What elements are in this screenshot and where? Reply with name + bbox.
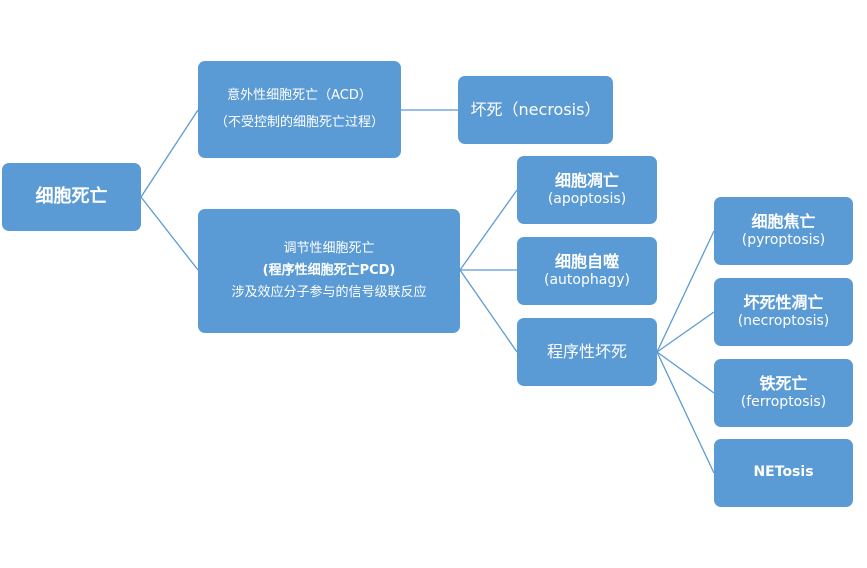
node-pyroptosis-title: 细胞焦亡 bbox=[751, 212, 816, 232]
node-programmed-necrosis-label: 程序性坏死 bbox=[546, 342, 627, 361]
node-autophagy: 细胞自噬 (autophagy) bbox=[517, 237, 657, 305]
node-necrosis: 坏死（necrosis） bbox=[458, 76, 613, 144]
connector-pn-pyroptosis bbox=[656, 230, 715, 353]
node-ferroptosis: 铁死亡 (ferroptosis) bbox=[714, 359, 853, 427]
node-pyroptosis: 细胞焦亡 (pyroptosis) bbox=[714, 197, 853, 265]
node-apoptosis-title: 细胞凋亡 bbox=[554, 171, 619, 191]
connector-pn-ferroptosis bbox=[656, 351, 715, 394]
connector-pn-netosis bbox=[656, 351, 715, 474]
node-netosis: NETosis bbox=[714, 439, 853, 507]
node-cell-death: 细胞死亡 bbox=[2, 163, 141, 231]
node-pyroptosis-sub: (pyroptosis) bbox=[741, 232, 826, 249]
connector-pn-necroptosis bbox=[656, 311, 715, 353]
node-netosis-label: NETosis bbox=[753, 464, 814, 481]
node-rcd-line1: 调节性细胞死亡 bbox=[283, 240, 375, 256]
connector-root-acd bbox=[140, 109, 199, 198]
node-rcd: 调节性细胞死亡 (程序性细胞死亡PCD) 涉及效应分子参与的信号级联反应 bbox=[198, 209, 460, 333]
node-autophagy-title: 细胞自噬 bbox=[554, 252, 619, 272]
connector-rcd-apoptosis bbox=[459, 189, 518, 271]
node-necrosis-label: 坏死（necrosis） bbox=[470, 100, 601, 119]
node-autophagy-sub: (autophagy) bbox=[544, 272, 630, 289]
node-cell-death-title: 细胞死亡 bbox=[35, 185, 108, 207]
node-acd-line1: 意外性细胞死亡（ACD） bbox=[227, 88, 372, 104]
node-acd: 意外性细胞死亡（ACD） （不受控制的细胞死亡过程） bbox=[198, 61, 401, 158]
connector-rcd-programmed-necrosis bbox=[459, 269, 518, 353]
node-apoptosis-sub: (apoptosis) bbox=[547, 191, 627, 208]
connector-root-rcd bbox=[140, 196, 199, 271]
node-rcd-line3: 涉及效应分子参与的信号级联反应 bbox=[231, 285, 427, 301]
node-ferroptosis-sub: (ferroptosis) bbox=[740, 394, 827, 411]
node-necroptosis-title: 坏死性凋亡 bbox=[743, 293, 824, 313]
node-necroptosis: 坏死性凋亡 (necroptosis) bbox=[714, 278, 853, 346]
node-programmed-necrosis: 程序性坏死 bbox=[517, 318, 657, 386]
node-apoptosis: 细胞凋亡 (apoptosis) bbox=[517, 156, 657, 224]
node-necroptosis-sub: (necroptosis) bbox=[737, 313, 830, 330]
node-ferroptosis-title: 铁死亡 bbox=[759, 374, 808, 394]
node-acd-line2: （不受控制的细胞死亡过程） bbox=[214, 114, 384, 130]
node-rcd-line2: (程序性细胞死亡PCD) bbox=[262, 262, 396, 278]
